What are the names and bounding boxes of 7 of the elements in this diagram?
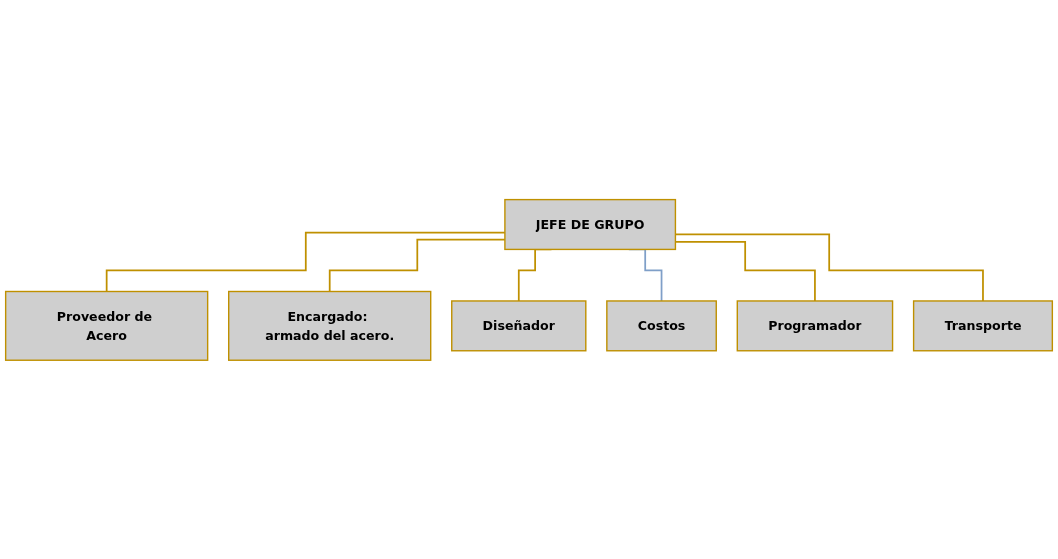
node-box: Diseñador [451, 299, 587, 352]
node-box: Proveedor de Acero [4, 290, 209, 361]
node-box: Costos [606, 299, 717, 352]
node-box: Transporte [912, 299, 1054, 352]
node-box: Programador [736, 299, 894, 352]
node-box: Encargado: armado del acero. [228, 290, 432, 361]
node-box: JEFE DE GRUPO [504, 198, 677, 250]
